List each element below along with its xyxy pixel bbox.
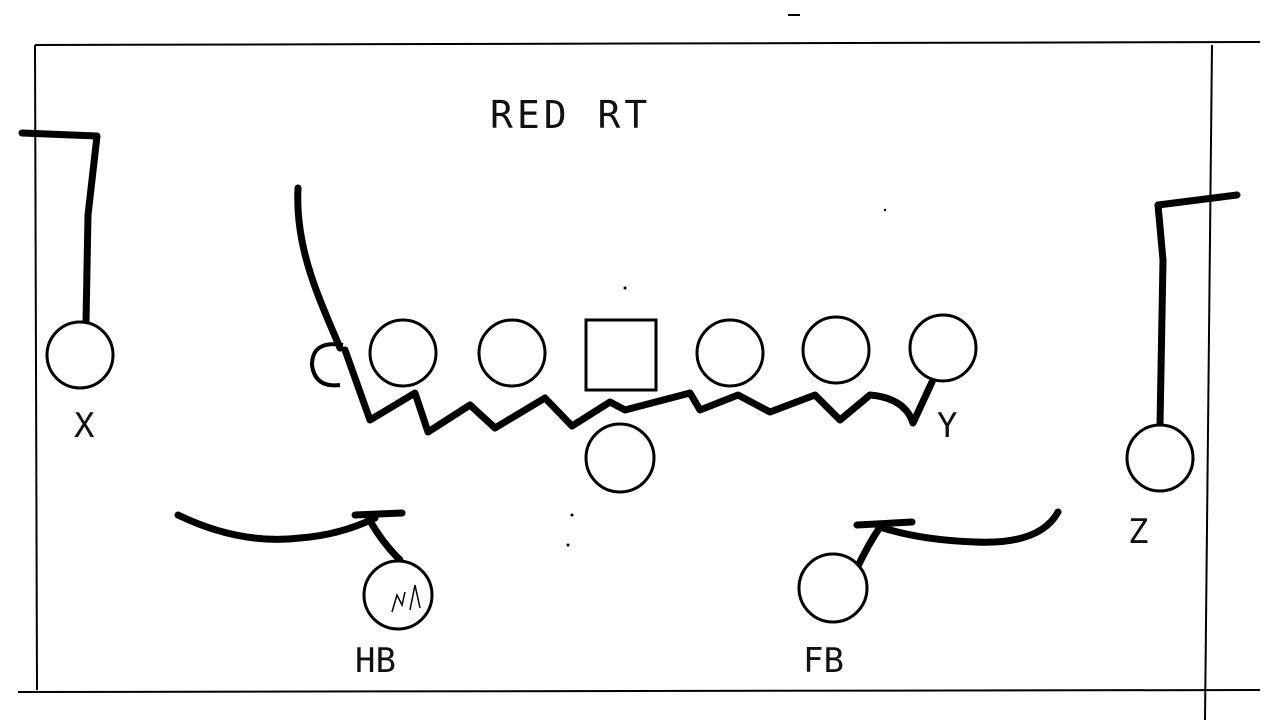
speck <box>566 543 570 547</box>
label-x: X <box>74 406 95 446</box>
z-route <box>1154 191 1241 429</box>
center-square <box>584 318 658 392</box>
fb-route <box>853 508 1062 572</box>
lineman-lg <box>368 318 438 388</box>
lineman-rg <box>695 318 765 388</box>
halfback <box>362 559 434 631</box>
lineman-lg2 <box>477 318 547 388</box>
speck <box>883 208 887 212</box>
label-z: Z <box>1128 512 1148 552</box>
frame-left <box>34 44 38 691</box>
z-receiver <box>1125 423 1195 493</box>
lt-hook <box>309 342 344 388</box>
x-receiver <box>45 320 115 390</box>
play-title: RED RT <box>490 93 651 137</box>
speck <box>570 513 574 517</box>
frame-bottom <box>17 689 1261 693</box>
label-y: Y <box>937 406 957 446</box>
frame-top <box>34 41 1261 46</box>
frame-right <box>1204 44 1213 721</box>
lt-route <box>294 184 344 352</box>
hb-route <box>174 509 406 564</box>
y-end <box>908 313 978 383</box>
speck <box>623 286 627 290</box>
label-hb: HB <box>355 641 396 681</box>
label-fb: FB <box>803 641 844 681</box>
protection-line <box>341 346 936 436</box>
fullback <box>797 552 869 624</box>
quarterback <box>584 422 656 494</box>
lineman-rt <box>801 315 871 385</box>
hb-scribble <box>391 584 421 613</box>
x-route <box>18 129 101 326</box>
